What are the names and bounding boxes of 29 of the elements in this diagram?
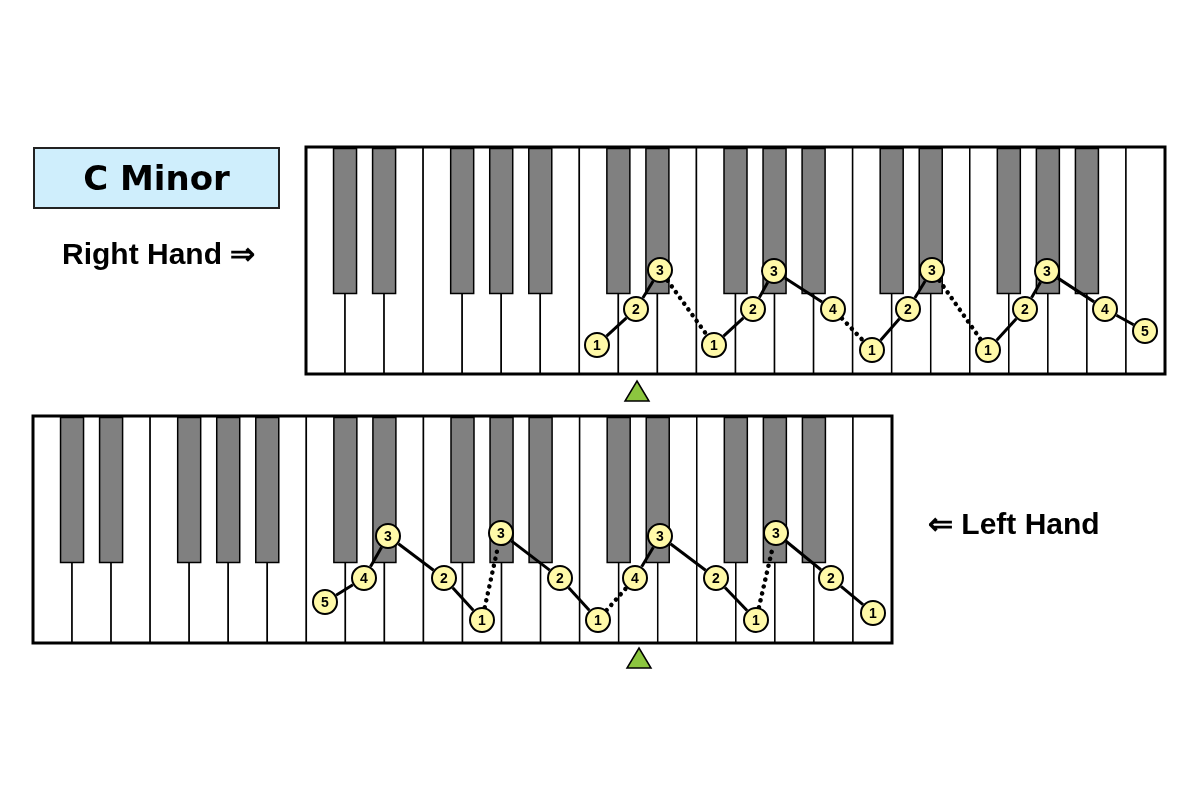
- connector-line: [913, 280, 927, 299]
- connector-line: [605, 316, 628, 338]
- connector-line: [1030, 281, 1042, 299]
- dotted-line: [937, 278, 983, 342]
- connector-line: [397, 542, 435, 572]
- connector-line: [567, 586, 591, 612]
- hand-label: Right Hand ⇒: [62, 236, 256, 271]
- connector-line: [785, 540, 822, 571]
- hand-label: ⇐ Left Hand: [928, 506, 1100, 541]
- connector-line: [840, 585, 864, 606]
- connector-line: [995, 317, 1018, 342]
- connector-line: [723, 586, 749, 612]
- connector-line: [369, 546, 383, 568]
- dotted-line: [604, 585, 629, 613]
- connector-line: [1057, 276, 1095, 304]
- title-box: C Minor: [33, 147, 280, 209]
- connector-line: [451, 586, 475, 612]
- connector-line: [784, 276, 823, 304]
- connector-line: [510, 539, 551, 572]
- connector-line: [669, 542, 707, 572]
- dotted-line: [665, 278, 709, 337]
- connector-line: [722, 316, 745, 338]
- dotted-line: [839, 316, 866, 343]
- connector-line: [640, 546, 655, 568]
- connector-line: [879, 317, 901, 342]
- connector-line: [757, 281, 770, 299]
- connector-line: [335, 583, 354, 597]
- connector-line: [641, 280, 655, 299]
- connector-line: [1115, 313, 1135, 327]
